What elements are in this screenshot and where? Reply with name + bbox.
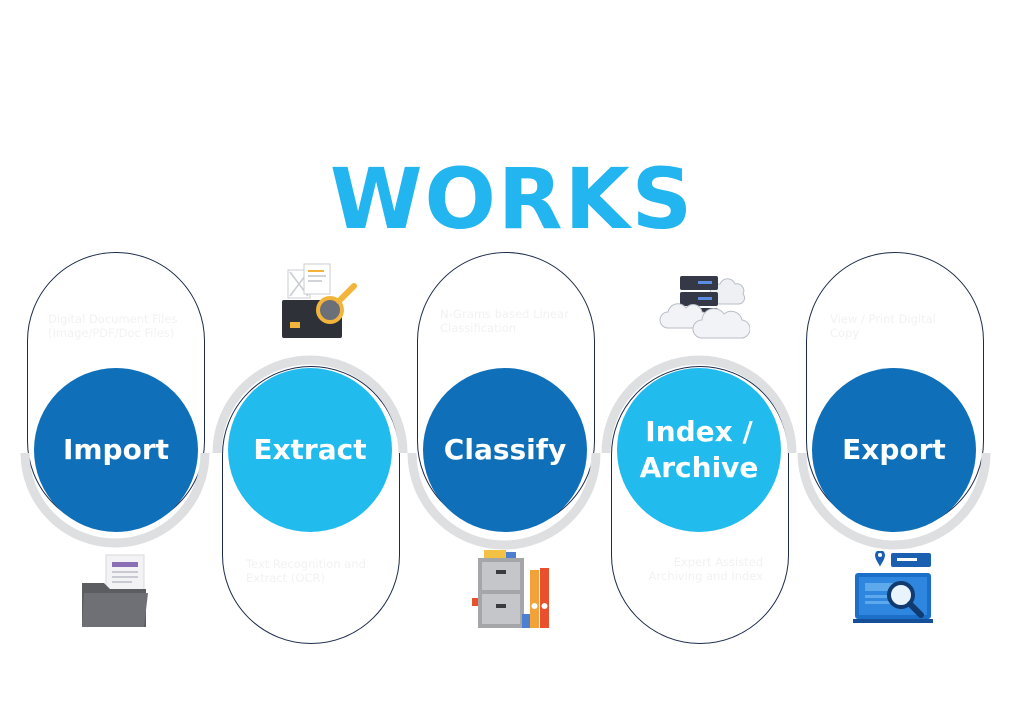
step-export-description: View / Print Digital Copy xyxy=(830,312,936,340)
folder-icon xyxy=(82,554,148,627)
document-search-icon xyxy=(282,263,357,338)
arc-1 xyxy=(20,452,210,548)
step-extract-description: Text Recognition and Extract (OCR) xyxy=(246,557,366,585)
server-cloud-icon xyxy=(659,276,750,339)
step-index-archive-description: Expert Assisted Archiving and Index xyxy=(648,555,763,583)
filing-cabinet-icon xyxy=(472,550,549,628)
arc-3 xyxy=(407,452,601,550)
step-export-circle: Export xyxy=(812,368,976,532)
diagram-title: WORKS xyxy=(329,150,695,248)
arc-5 xyxy=(797,452,991,550)
step-index-archive-label: Index / Archive xyxy=(639,415,759,484)
step-classify-circle: Classify xyxy=(423,368,587,532)
step-classify-label: Classify xyxy=(443,433,567,466)
arc-2 xyxy=(212,355,408,454)
step-extract-label: Extract xyxy=(253,433,367,466)
step-import-label: Import xyxy=(62,433,170,466)
step-import-circle: Import xyxy=(34,368,198,532)
web-search-icon xyxy=(853,551,933,623)
step-index-archive-circle: Index / Archive xyxy=(617,368,781,532)
step-extract-circle: Extract xyxy=(228,368,392,532)
step-classify-description: N-Grams based Linear Classification xyxy=(440,307,569,335)
step-import-description: Digital Document Files (Image/PDF/Doc Fi… xyxy=(48,312,178,340)
arc-4 xyxy=(601,355,797,454)
step-export-label: Export xyxy=(842,433,946,466)
